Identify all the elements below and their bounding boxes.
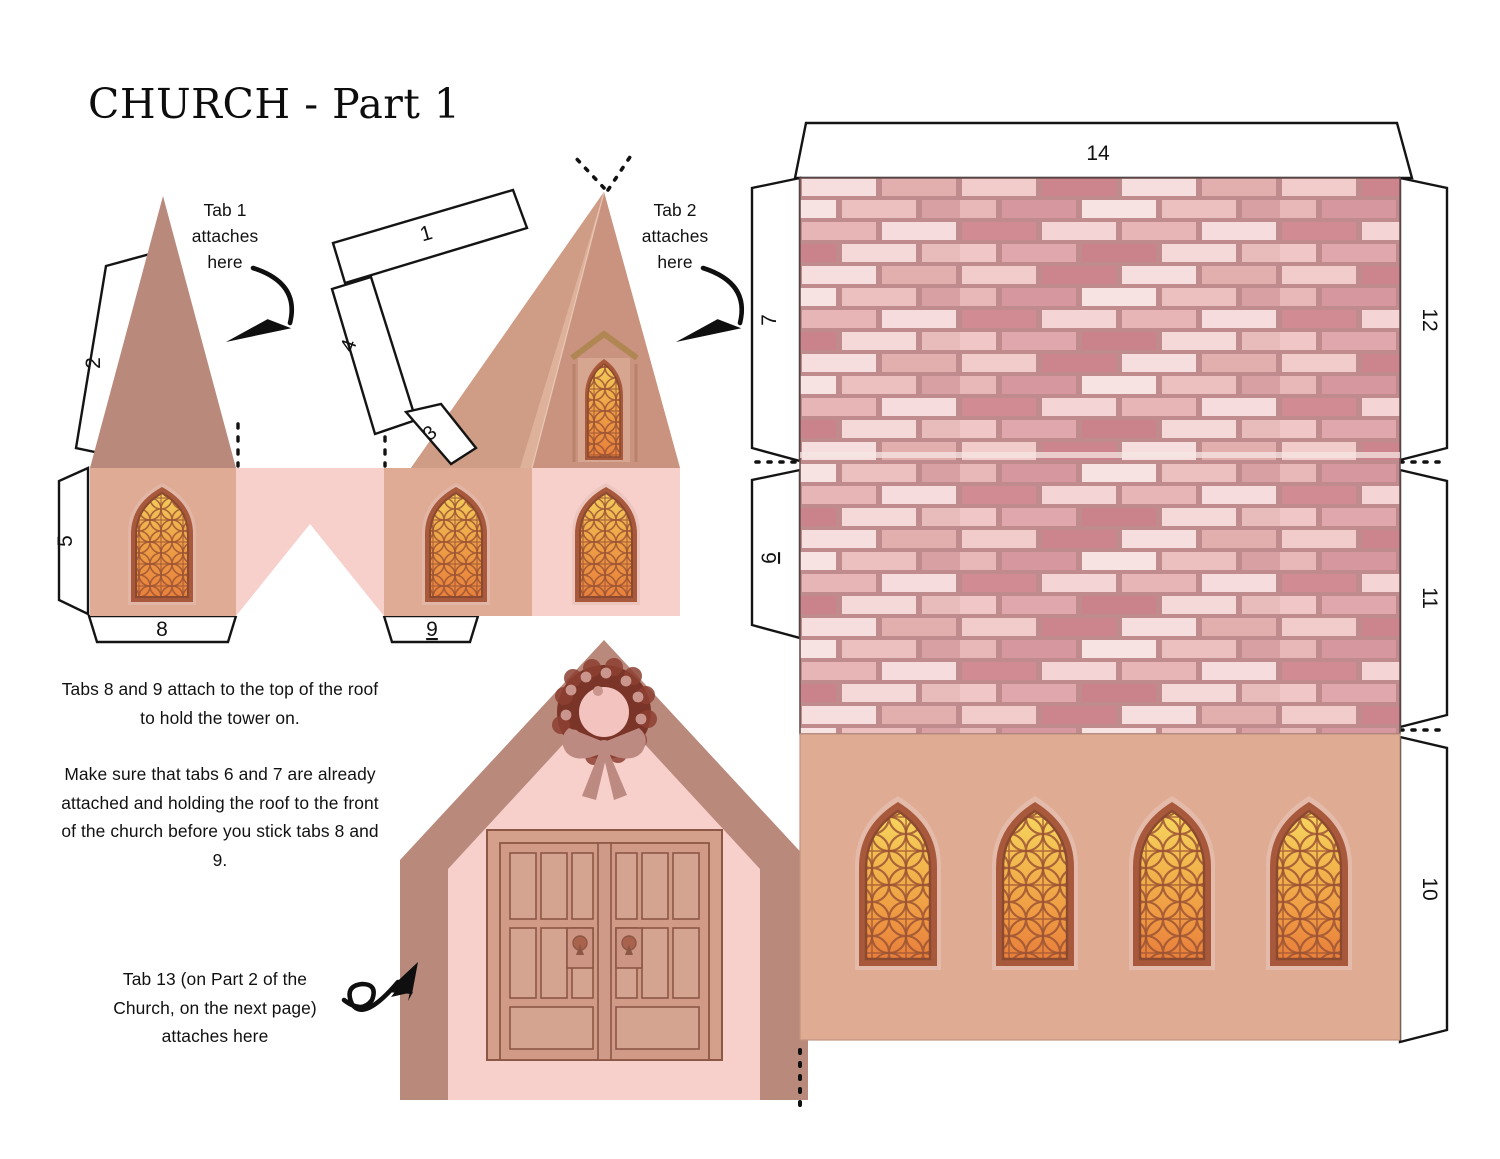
page-title: CHURCH - Part 1 xyxy=(88,80,461,128)
instruction-tabs-6-7: Make sure that tabs 6 and 7 are already … xyxy=(61,764,379,870)
tab-11-label: 11 xyxy=(1418,587,1441,609)
arrow-tab1 xyxy=(225,265,295,342)
tower-window-3 xyxy=(572,483,640,605)
apex-fold-marks xyxy=(571,153,632,192)
instruction-tab-13: Tab 13 (on Part 2 of the Church, on the … xyxy=(113,969,317,1046)
tower-spire-left xyxy=(90,196,236,468)
tab-14: 14 xyxy=(793,121,1414,180)
tab-12: 12 xyxy=(1398,176,1449,462)
side-window-3 xyxy=(1129,796,1215,970)
side-window-2 xyxy=(992,796,1078,970)
door-handle-right xyxy=(615,927,643,969)
spire-dormer-window xyxy=(570,331,639,462)
door-handle-left xyxy=(566,927,594,969)
tab-1: 1 xyxy=(331,188,529,285)
tower-window-1 xyxy=(128,483,196,605)
instruction-tabs-8-9: Tabs 8 and 9 attach to the top of the ro… xyxy=(61,679,379,728)
tab-10-label: 10 xyxy=(1418,877,1441,900)
tab-7-label: 7 xyxy=(758,314,781,326)
church-double-doors xyxy=(486,829,723,1061)
side-window-4 xyxy=(1266,796,1352,970)
callout-tab-1: Tab 1 attaches here xyxy=(191,200,259,272)
tab-14-label: 14 xyxy=(1086,142,1110,165)
tower-window-2 xyxy=(422,483,490,605)
tab-9-label: 9 xyxy=(426,618,438,641)
tab-6-label: 6 xyxy=(758,552,781,564)
tab-5-label: 5 xyxy=(54,535,77,547)
tab-8: 8 xyxy=(87,614,238,644)
arrow-tab2 xyxy=(675,265,745,342)
tab-9: 9 xyxy=(382,614,480,644)
tab-5: 5 xyxy=(54,466,90,616)
tab-2-label: 2 xyxy=(82,357,105,369)
callout-tab-2: Tab 2 attaches here xyxy=(641,200,709,272)
tab-10: 10 xyxy=(1398,735,1449,1044)
side-window-1 xyxy=(855,796,941,970)
arrow-tab13 xyxy=(341,962,418,1012)
tab-12-label: 12 xyxy=(1418,308,1441,331)
tab-8-label: 8 xyxy=(156,618,168,641)
tab-6: 6 xyxy=(750,468,802,640)
wreath-decoration xyxy=(552,658,657,800)
tab-11: 11 xyxy=(1398,468,1449,729)
tab-7: 7 xyxy=(750,176,802,463)
tab-4: 4 xyxy=(330,275,418,436)
church-side-wall-brick xyxy=(799,177,1401,735)
